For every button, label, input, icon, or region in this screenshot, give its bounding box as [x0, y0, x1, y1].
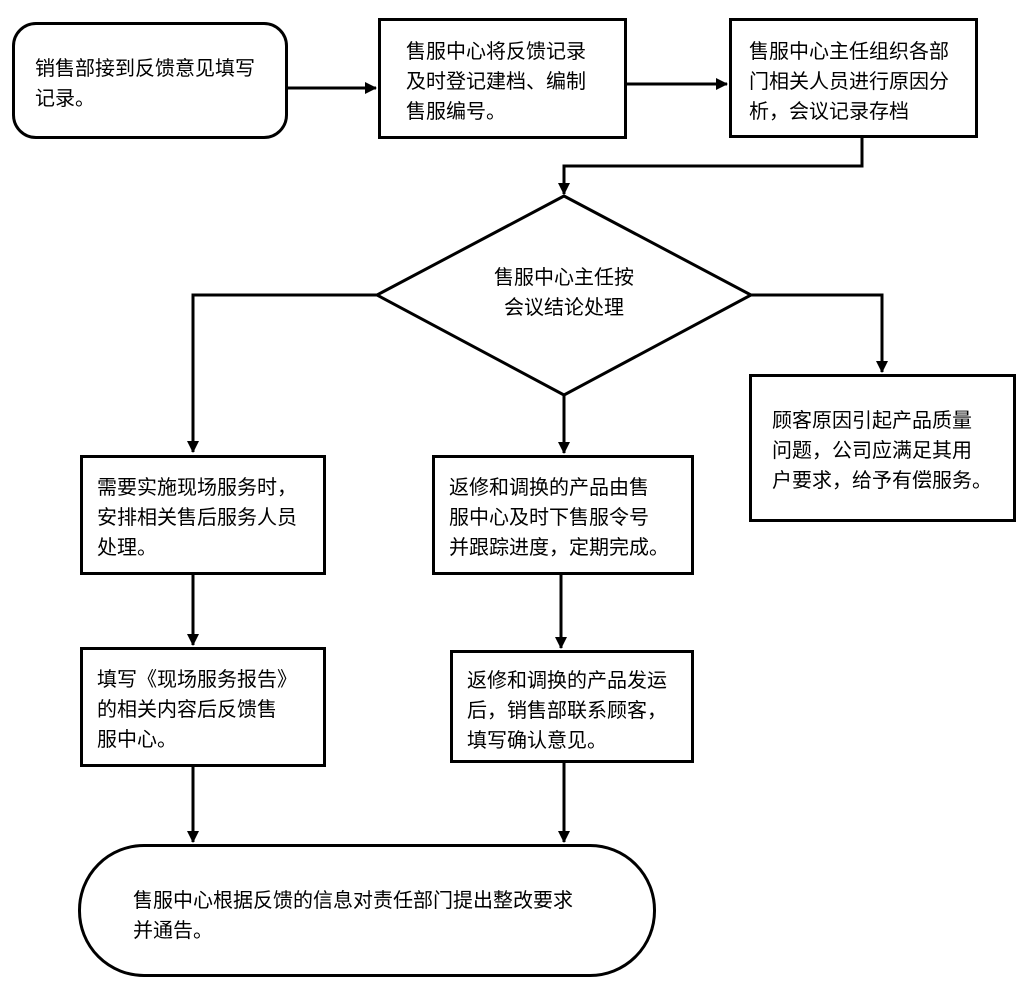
end-node-line-2: 并通告。 — [133, 918, 213, 942]
end-node-line-1: 售服中心根据反馈的信息对责任部门提出整改要求 — [133, 888, 573, 912]
onsite-node-line-3: 处理。 — [97, 535, 157, 559]
connector-decision-to-onsite — [187, 293, 377, 453]
register-node-line-1: 售服中心将反馈记录 — [406, 39, 586, 63]
decision-label-line-2: 会议结论处理 — [504, 295, 624, 319]
repair-node-line-2: 服中心及时下售服令号 — [449, 505, 649, 529]
report-node: 填写《现场服务报告》 的相关内容后反馈售 服中心。 — [80, 647, 326, 767]
analysis-node-line-1: 售服中心主任组织各部 — [749, 39, 949, 63]
end-node: 售服中心根据反馈的信息对责任部门提出整改要求 并通告。 — [78, 844, 656, 977]
onsite-node-line-1: 需要实施现场服务时， — [97, 475, 297, 499]
register-node-line-3: 售服编号。 — [406, 99, 506, 123]
start-node-line-1: 销售部接到反馈意见填写 — [35, 56, 255, 80]
decision-label: 售服中心主任按 会议结论处理 — [464, 262, 664, 322]
analysis-node-line-3: 析，会议记录存档 — [749, 99, 909, 123]
onsite-node: 需要实施现场服务时， 安排相关售后服务人员 处理。 — [80, 455, 326, 575]
report-node-line-2: 的相关内容后反馈售 — [97, 697, 277, 721]
start-node: 销售部接到反馈意见填写 记录。 — [12, 22, 288, 139]
decision-diamond — [373, 194, 755, 397]
shipping-node-line-3: 填写确认意见。 — [467, 728, 607, 752]
customer-cause-node-line-3: 户要求，给予有偿服务。 — [772, 468, 992, 492]
connector-decision-to-customer-cause — [751, 293, 888, 373]
customer-cause-node-line-1: 顾客原因引起产品质量 — [772, 408, 972, 432]
shipping-node: 返修和调换的产品发运 后，销售部联系顾客， 填写确认意见。 — [450, 650, 694, 763]
shipping-node-line-2: 后，销售部联系顾客， — [467, 698, 667, 722]
repair-node-line-3: 并跟踪进度，定期完成。 — [449, 535, 669, 559]
analysis-node: 售服中心主任组织各部 门相关人员进行原因分 析，会议记录存档 — [729, 18, 978, 138]
repair-node-line-1: 返修和调换的产品由售 — [449, 475, 649, 499]
analysis-node-line-2: 门相关人员进行原因分 — [749, 69, 949, 93]
onsite-node-line-2: 安排相关售后服务人员 — [97, 505, 297, 529]
report-node-line-3: 服中心。 — [97, 727, 177, 751]
connector-analysis-to-decision — [558, 138, 864, 195]
repair-node: 返修和调换的产品由售 服中心及时下售服令号 并跟踪进度，定期完成。 — [432, 455, 694, 575]
report-node-line-1: 填写《现场服务报告》 — [97, 667, 297, 691]
customer-cause-node-line-2: 问题，公司应满足其用 — [772, 438, 972, 462]
register-node-line-2: 及时登记建档、编制 — [406, 69, 586, 93]
start-node-line-2: 记录。 — [35, 86, 95, 110]
decision-label-line-1: 售服中心主任按 — [494, 265, 634, 289]
shipping-node-line-1: 返修和调换的产品发运 — [467, 668, 667, 692]
customer-cause-node: 顾客原因引起产品质量 问题，公司应满足其用 户要求，给予有偿服务。 — [749, 374, 1016, 522]
register-node: 售服中心将反馈记录 及时登记建档、编制 售服编号。 — [378, 18, 627, 139]
